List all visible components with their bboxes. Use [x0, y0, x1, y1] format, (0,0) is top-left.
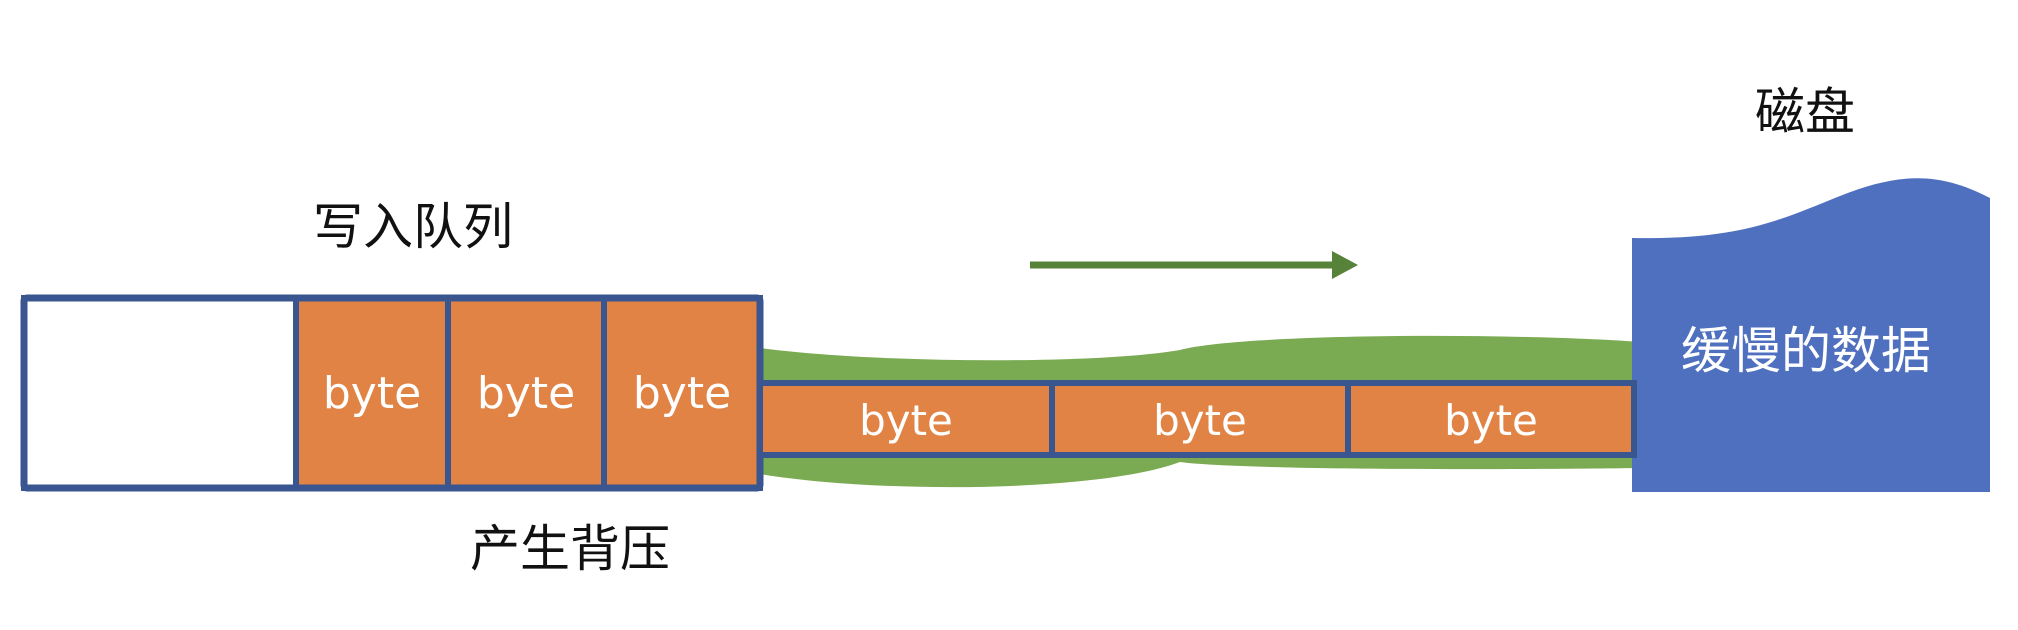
pipe-cell — [757, 380, 1055, 458]
pipe-cell-label: byte — [859, 396, 953, 445]
pipe-cell-label: byte — [1153, 396, 1247, 445]
write-queue: byte byte byte — [20, 294, 764, 492]
disk-content-label: 缓慢的数据 — [1681, 322, 1931, 380]
pipe-cell-label: byte — [1444, 396, 1538, 445]
write-queue-title: 写入队列 — [313, 198, 513, 256]
pipe-cell — [1345, 380, 1637, 458]
disk-shape — [1632, 178, 1990, 492]
right-arrow-icon — [1030, 251, 1358, 279]
queue-cell-label: byte — [323, 368, 421, 419]
queue-cell-label: byte — [477, 368, 575, 419]
pipe-bytes: byte byte byte — [757, 380, 1637, 458]
backpressure-label: 产生背压 — [470, 520, 670, 578]
disk-title: 磁盘 — [1755, 83, 1855, 141]
queue-cell-label: byte — [633, 368, 731, 419]
queue-cell-empty — [21, 295, 299, 491]
